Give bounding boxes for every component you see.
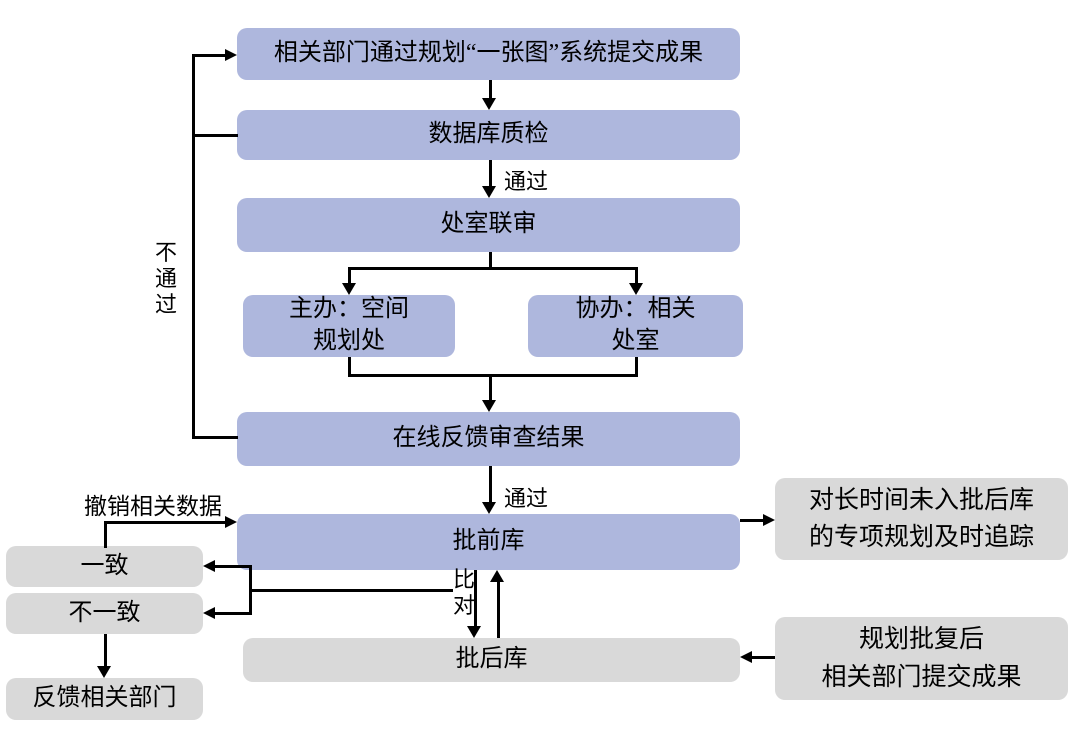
node-submit-achievements: 相关部门通过规划“一张图”系统提交成果 bbox=[237, 28, 740, 80]
fail-loop-from-online-feedback-line bbox=[191, 435, 238, 439]
arrow-submission-to-postdb-line bbox=[752, 655, 775, 659]
arrow-to-inconsistent-line bbox=[215, 611, 251, 615]
arrow-predb-to-tracking-head bbox=[763, 514, 775, 526]
node-consistent: 一致 bbox=[6, 546, 203, 587]
node-assist-office: 协办：相关 处室 bbox=[528, 295, 743, 357]
arrow-feedback-to-predb-line bbox=[488, 466, 492, 502]
arrow-submit-to-check-head bbox=[482, 98, 496, 110]
split-stem-line bbox=[488, 252, 492, 269]
compare-result-horizontal-line bbox=[248, 588, 453, 592]
arrow-into-lead-office-head bbox=[342, 283, 356, 295]
node-online-feedback-result: 在线反馈审查结果 bbox=[237, 412, 740, 466]
node-tracking-note: 对长时间未入批后库 的专项规划及时追踪 bbox=[775, 478, 1068, 560]
label-pass-after-feedback: 通过 bbox=[504, 486, 549, 511]
arrow-feedback-to-predb-head bbox=[482, 502, 496, 514]
split-left-drop-line bbox=[347, 266, 351, 284]
arrow-revoke-into-predb-head bbox=[225, 516, 237, 528]
node-database-quality-check: 数据库质检 bbox=[237, 110, 740, 160]
merge-horizontal-line bbox=[347, 373, 638, 377]
split-right-drop-line bbox=[634, 266, 638, 284]
fail-loop-from-quality-check-line bbox=[191, 133, 238, 137]
label-revoke-data: 撤销相关数据 bbox=[84, 494, 222, 519]
node-pre-approval-database: 批前库 bbox=[237, 514, 740, 570]
compare-result-vertical-line bbox=[248, 564, 252, 615]
split-horizontal-line bbox=[347, 266, 638, 270]
revoke-horizontal-line bbox=[103, 520, 226, 524]
label-pass-after-quality-check: 通过 bbox=[504, 169, 549, 194]
merge-stem-line bbox=[488, 373, 492, 401]
merge-right-rise-line bbox=[634, 357, 638, 376]
compare-up-line bbox=[496, 582, 500, 638]
fail-loop-vertical-line bbox=[191, 53, 195, 439]
node-post-approval-database: 批后库 bbox=[243, 638, 740, 682]
arrow-to-inconsistent-head bbox=[203, 607, 215, 619]
arrow-predb-to-tracking-line bbox=[740, 518, 763, 522]
arrow-check-to-review-line bbox=[488, 160, 492, 186]
label-not-pass: 不通过 bbox=[154, 240, 177, 317]
node-office-joint-review: 处室联审 bbox=[237, 198, 740, 252]
arrow-inconsistent-to-feedback-head bbox=[97, 666, 111, 678]
arrow-into-online-feedback-head bbox=[482, 400, 496, 412]
arrow-fail-into-submit-head bbox=[225, 49, 237, 61]
compare-down-line bbox=[473, 570, 477, 627]
compare-up-head bbox=[490, 570, 504, 582]
arrow-into-assist-office-head bbox=[629, 283, 643, 295]
arrow-submission-to-postdb-head bbox=[740, 651, 752, 663]
arrow-inconsistent-to-feedback-line bbox=[103, 634, 107, 666]
revoke-vertical-line bbox=[103, 520, 107, 548]
arrow-to-consistent-head bbox=[203, 560, 215, 572]
compare-down-head bbox=[467, 626, 481, 638]
node-inconsistent: 不一致 bbox=[6, 593, 203, 634]
node-post-approval-submission: 规划批复后 相关部门提交成果 bbox=[775, 617, 1068, 700]
arrow-submit-to-check-line bbox=[488, 80, 492, 98]
node-feedback-departments: 反馈相关部门 bbox=[6, 678, 203, 720]
label-compare: 比对 bbox=[452, 567, 475, 618]
arrow-check-to-review-head bbox=[482, 186, 496, 198]
node-lead-office: 主办：空间 规划处 bbox=[243, 295, 455, 357]
fail-loop-top-line bbox=[191, 53, 226, 57]
merge-left-rise-line bbox=[347, 357, 351, 376]
arrow-to-consistent-line bbox=[215, 564, 251, 568]
